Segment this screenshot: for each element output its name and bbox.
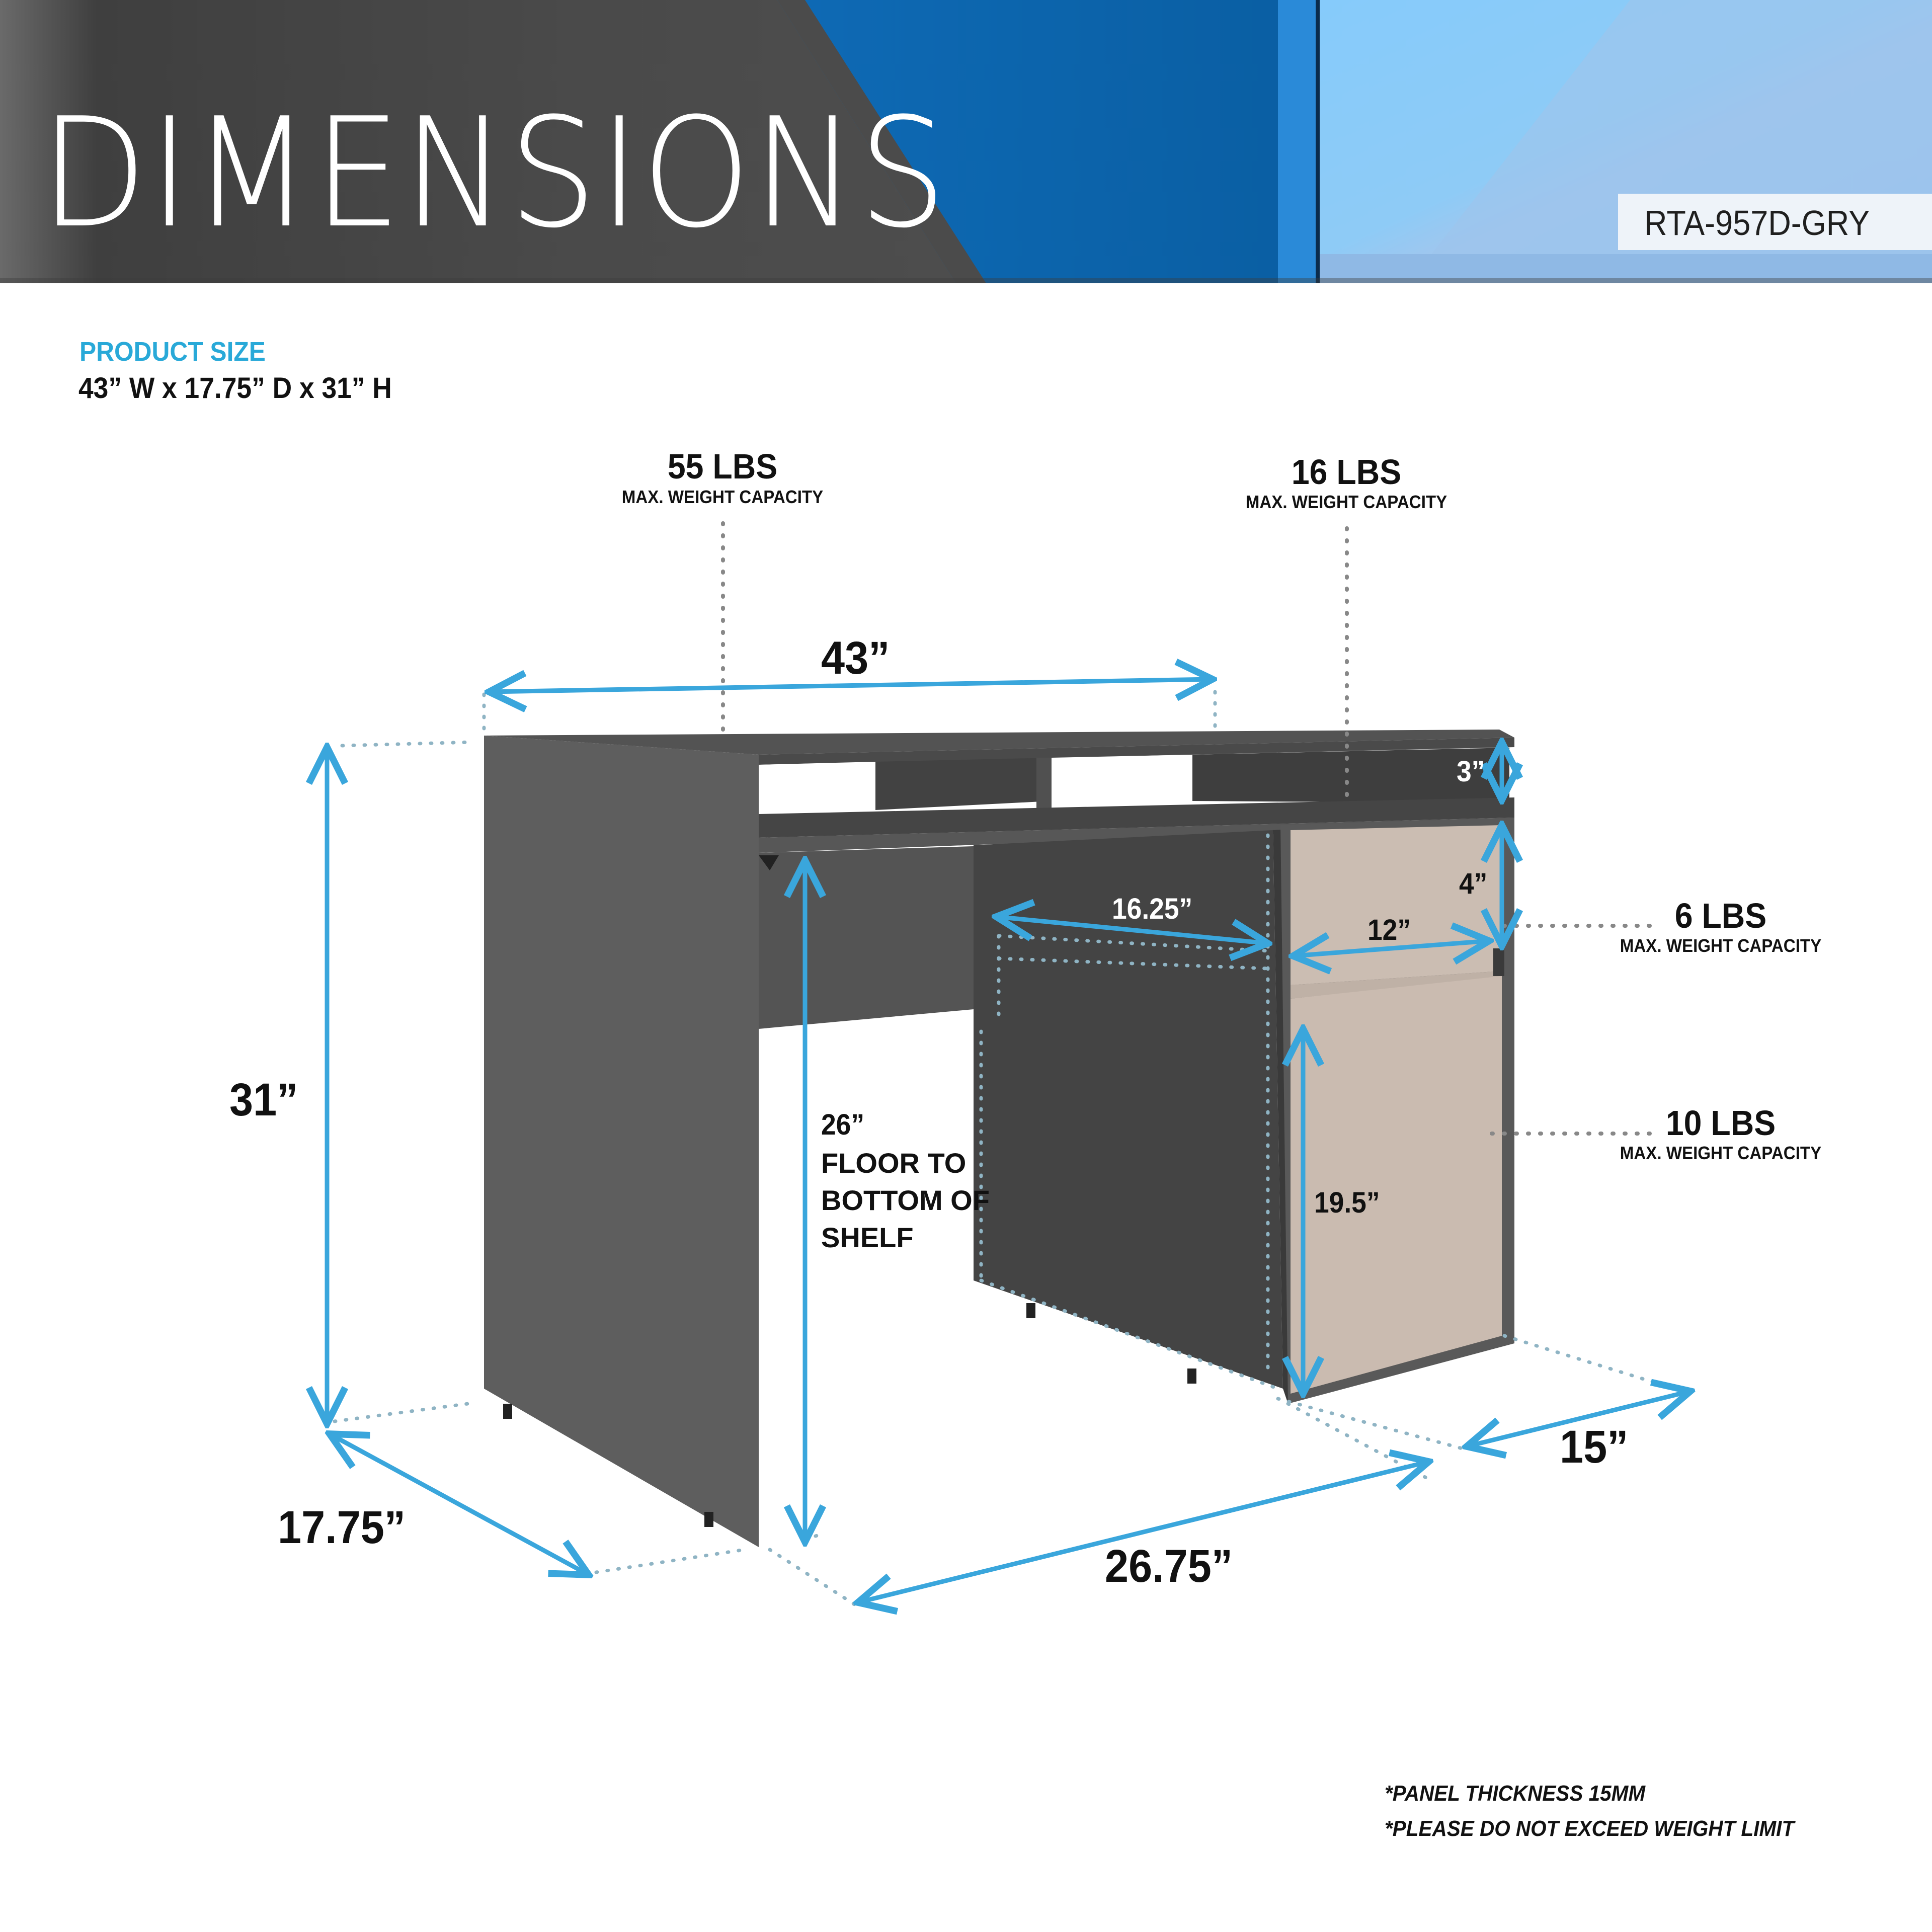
dimension-inner-width: 26.75” — [1105, 1541, 1233, 1592]
cabinet-door[interactable] — [1291, 976, 1502, 1394]
weight-capacity-desktop-label: MAX. WEIGHT CAPACITY — [621, 487, 824, 507]
weight-capacity-drawer-label: MAX. WEIGHT CAPACITY — [1620, 935, 1822, 956]
product-size-label: PRODUCT SIZE — [79, 337, 266, 367]
dimension-cabinet-depth: 15” — [1560, 1421, 1629, 1473]
sku-text: RTA-957D-GRY — [1644, 203, 1870, 243]
weight-capacity-drawer-value: 6 LBS — [1674, 896, 1767, 935]
dimension-floor-to-shelf-value: 26” — [821, 1108, 865, 1141]
dimension-door-height: 19.5” — [1314, 1186, 1380, 1219]
footnotes: *PANEL THICKNESS 15MM *PLEASE DO NOT EXC… — [1385, 1776, 1794, 1846]
dimension-floor-to-shelf-text: FLOOR TO BOTTOM OF SHELF — [821, 1147, 990, 1253]
weight-capacity-desktop-value: 55 LBS — [667, 447, 778, 486]
dimension-cabinet-inner-depth: 16.25” — [1112, 893, 1193, 925]
dimension-depth: 17.75” — [278, 1502, 406, 1553]
dimension-width: 43” — [821, 632, 890, 684]
weight-capacity-shelf-label: MAX. WEIGHT CAPACITY — [1245, 492, 1447, 512]
header-background — [0, 0, 1932, 283]
header-banner: DIMENSIONS RTA-957D-GRY — [0, 0, 1932, 283]
desk-top — [484, 730, 1514, 765]
dimension-height: 31” — [229, 1074, 298, 1125]
page-title: DIMENSIONS — [40, 86, 949, 261]
left-side-panel — [484, 736, 759, 1547]
note-weight-limit: *PLEASE DO NOT EXCEED WEIGHT LIMIT — [1385, 1816, 1795, 1841]
product-size-value: 43” W x 17.75” D x 31” H — [78, 372, 392, 405]
dimension-drawer-height: 4” — [1459, 867, 1488, 900]
drawer-front[interactable] — [1291, 825, 1504, 999]
weight-capacity-cabinet-value: 10 LBS — [1665, 1103, 1776, 1143]
sku-badge: RTA-957D-GRY — [1618, 194, 1932, 250]
weight-capacity-cabinet-label: MAX. WEIGHT CAPACITY — [1620, 1143, 1822, 1163]
dimension-drawer-width: 12” — [1367, 914, 1411, 946]
weight-capacity-shelf-value: 16 LBS — [1291, 452, 1402, 492]
dimension-lines — [327, 679, 1691, 1602]
dimension-shelf-gap: 3” — [1457, 755, 1485, 788]
note-panel-thickness: *PANEL THICKNESS 15MM — [1385, 1781, 1646, 1806]
